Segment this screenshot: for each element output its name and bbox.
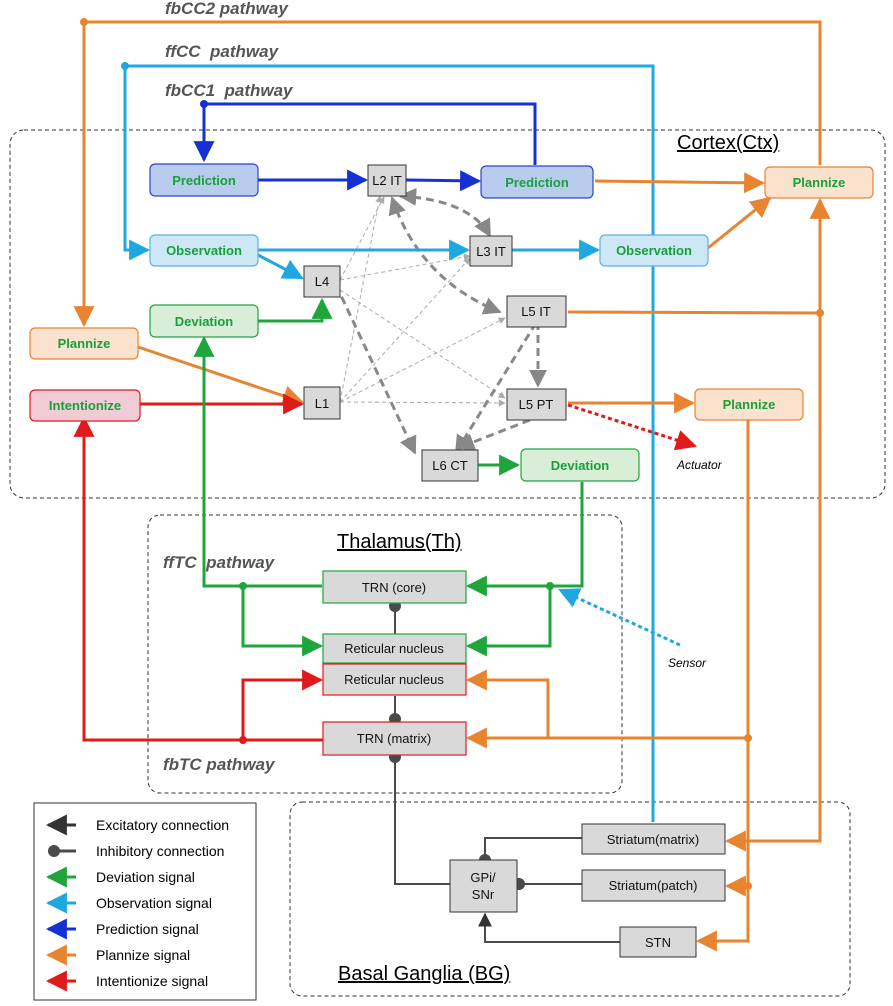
l6ct-node: L6 CT <box>421 449 479 482</box>
svg-text:Plannize: Plannize <box>58 336 111 351</box>
svg-text:Deviation: Deviation <box>551 458 610 473</box>
ffcc-pathway-label: ffCC pathway <box>165 42 280 61</box>
observation-node-left: Observation <box>149 234 259 267</box>
striatum-matrix-node: Striatum(matrix) <box>581 823 726 855</box>
cortex-region <box>9 129 886 499</box>
svg-text:Inhibitory connection: Inhibitory connection <box>96 843 224 859</box>
trn-matrix-node: TRN (matrix) <box>322 721 467 756</box>
svg-text:Striatum(patch): Striatum(patch) <box>609 878 698 893</box>
legend-prediction: Prediction signal <box>45 918 199 940</box>
l2it-node: L2 IT <box>367 164 407 197</box>
plannize-branch-dot-3 <box>744 882 752 890</box>
basal-ganglia-region <box>289 801 851 997</box>
svg-text:Observation: Observation <box>166 243 242 258</box>
l3it-node: L3 IT <box>469 235 513 267</box>
svg-text:L1: L1 <box>315 396 329 411</box>
svg-text:L5 IT: L5 IT <box>521 304 551 319</box>
svg-text:Reticular nucleus: Reticular nucleus <box>344 641 444 656</box>
actuator-output-line <box>567 403 697 451</box>
plannize-node-left: Plannize <box>29 327 139 360</box>
prediction-node-left: Prediction <box>149 163 259 197</box>
l1-node: L1 <box>303 386 341 420</box>
prediction-node-right: Prediction <box>480 165 594 199</box>
svg-text:Excitatory connection: Excitatory connection <box>96 817 229 833</box>
svg-text:L2 IT: L2 IT <box>372 173 402 188</box>
plannize-branch-dot-2 <box>744 734 752 742</box>
actuator-label: Actuator <box>676 458 723 472</box>
legend-inhibitory: Inhibitory connection <box>48 843 224 859</box>
svg-text:Reticular nucleus: Reticular nucleus <box>344 672 444 687</box>
deviation-node-bottom: Deviation <box>520 448 640 482</box>
l5pt-node: L5 PT <box>506 388 567 421</box>
svg-text:L5 PT: L5 PT <box>519 397 554 412</box>
fftc-pathway-label: ffTC pathway <box>163 553 276 572</box>
svg-text:L3 IT: L3 IT <box>476 244 506 259</box>
legend-plannize: Plannize signal <box>45 944 190 966</box>
thalamus-title: Thalamus(Th) <box>337 531 461 553</box>
gpi-snr-node: GPi/ SNr <box>449 859 518 913</box>
l5it-node: L5 IT <box>506 295 567 328</box>
plannize-branch-dot-1 <box>816 309 824 317</box>
deviation-node-left: Deviation <box>149 304 259 338</box>
observation-node-right: Observation <box>599 234 709 267</box>
legend: Excitatory connection Inhibitory connect… <box>33 802 257 1001</box>
fbcc1-branch-dot <box>200 100 208 108</box>
fbcc2-pathway-label: fbCC2 pathway <box>165 0 289 18</box>
intentionize-branch-dot <box>239 736 247 744</box>
legend-excitatory: Excitatory connection <box>45 814 229 836</box>
svg-text:GPi/: GPi/ <box>470 870 496 885</box>
fbcc1-pathway-label: fbCC1 pathway <box>165 81 294 100</box>
reticular-nucleus-upper-node: Reticular nucleus <box>322 633 467 664</box>
svg-text:Intentionize: Intentionize <box>49 398 121 413</box>
legend-deviation: Deviation signal <box>45 866 195 888</box>
svg-text:Striatum(matrix): Striatum(matrix) <box>607 832 699 847</box>
svg-text:L6 CT: L6 CT <box>432 458 467 473</box>
striatum-patch-node: Striatum(patch) <box>581 869 726 902</box>
reticular-nucleus-lower-node: Reticular nucleus <box>322 663 467 696</box>
svg-text:Observation signal: Observation signal <box>96 895 212 911</box>
basal-ganglia-title: Basal Ganglia (BG) <box>338 963 510 985</box>
fbcc2-branch-dot <box>80 18 88 26</box>
cortex-title: Cortex(Ctx) <box>677 132 779 154</box>
cortical-connections <box>334 187 547 455</box>
legend-intentionize: Intentionize signal <box>45 970 208 992</box>
sensor-label: Sensor <box>668 656 707 670</box>
svg-text:Observation: Observation <box>616 243 692 258</box>
prediction-signal-lines <box>193 102 537 192</box>
trn-core-node: TRN (core) <box>322 570 467 604</box>
plannize-node-right-top: Plannize <box>764 166 874 199</box>
legend-observation: Observation signal <box>45 892 212 914</box>
svg-text:TRN (matrix): TRN (matrix) <box>357 731 431 746</box>
fbtc-pathway-label: fbTC pathway <box>163 755 276 774</box>
svg-text:SNr: SNr <box>472 887 495 902</box>
svg-text:Prediction signal: Prediction signal <box>96 921 199 937</box>
svg-text:Plannize signal: Plannize signal <box>96 947 190 963</box>
svg-text:Plannize: Plannize <box>723 397 776 412</box>
deviation-signal-lines <box>193 297 584 657</box>
svg-text:Plannize: Plannize <box>793 175 846 190</box>
svg-text:Intentionize signal: Intentionize signal <box>96 973 208 989</box>
svg-text:TRN (core): TRN (core) <box>362 580 426 595</box>
svg-text:Prediction: Prediction <box>505 175 569 190</box>
plannize-node-right-mid: Plannize <box>694 388 804 421</box>
sensor-input-line <box>558 588 681 647</box>
thalamus-region <box>147 514 623 794</box>
svg-text:STN: STN <box>645 935 671 950</box>
svg-text:Deviation signal: Deviation signal <box>96 869 195 885</box>
svg-text:Prediction: Prediction <box>172 173 236 188</box>
svg-text:Deviation: Deviation <box>175 314 234 329</box>
deviation-branch-dot-2 <box>546 582 554 590</box>
intentionize-node: Intentionize <box>29 389 141 422</box>
deviation-branch-dot-1 <box>239 582 247 590</box>
stn-node: STN <box>619 926 697 958</box>
l4-node: L4 <box>303 265 341 298</box>
svg-text:L4: L4 <box>315 274 329 289</box>
ffcc-branch-dot <box>121 62 129 70</box>
